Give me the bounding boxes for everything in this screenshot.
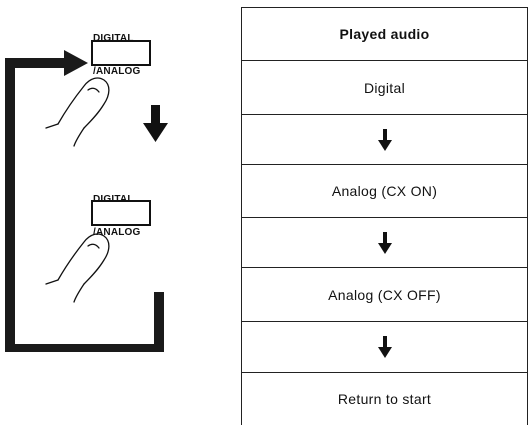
hand-pointer-icon — [45, 77, 110, 147]
down-arrow-icon — [377, 128, 392, 151]
table-header: Played audio — [242, 7, 527, 60]
button-press-illustration — [5, 50, 168, 352]
table-row-arrow — [242, 321, 527, 372]
down-arrow-icon — [377, 231, 392, 254]
loop-arrow-icon — [5, 50, 164, 352]
loop-left-bar — [5, 58, 15, 352]
step-analog-cx-off: Analog (CX OFF) — [328, 286, 441, 303]
loop-right-stroke — [154, 292, 164, 352]
table-header-text: Played audio — [339, 26, 430, 42]
played-audio-table: Played audio Digital Analog (CX ON) Anal… — [241, 7, 528, 425]
table-row: Digital — [242, 60, 527, 114]
down-arrow-icon — [143, 105, 168, 142]
table-row: Analog (CX ON) — [242, 164, 527, 217]
button-label-line1: DIGITAL — [93, 194, 141, 205]
table-row: Analog (CX OFF) — [242, 267, 527, 321]
button-label-line2: /ANALOG — [93, 66, 141, 77]
step-digital: Digital — [363, 79, 405, 96]
down-arrow-icon — [377, 336, 392, 358]
loop-arrow-head — [64, 50, 88, 76]
button-label-top: DIGITAL /ANALOG — [93, 11, 141, 99]
button-label-line1: DIGITAL — [93, 33, 134, 44]
table-row-arrow — [242, 114, 527, 164]
step-analog-cx-on: Analog (CX ON) — [331, 183, 438, 199]
hand-pointer-icon — [45, 233, 110, 303]
digital-analog-button-top — [91, 40, 151, 66]
loop-bottom-bar — [5, 344, 164, 352]
step-return-to-start: Return to start — [337, 391, 432, 407]
button-label-bottom: DIGITAL /ANALOG — [93, 172, 141, 260]
digital-analog-button-bottom — [91, 200, 151, 226]
loop-top-bar — [5, 58, 67, 68]
table-row-arrow — [242, 217, 527, 267]
button-label-line2: /ANALOG — [93, 227, 141, 238]
table-row: Return to start — [242, 372, 527, 425]
